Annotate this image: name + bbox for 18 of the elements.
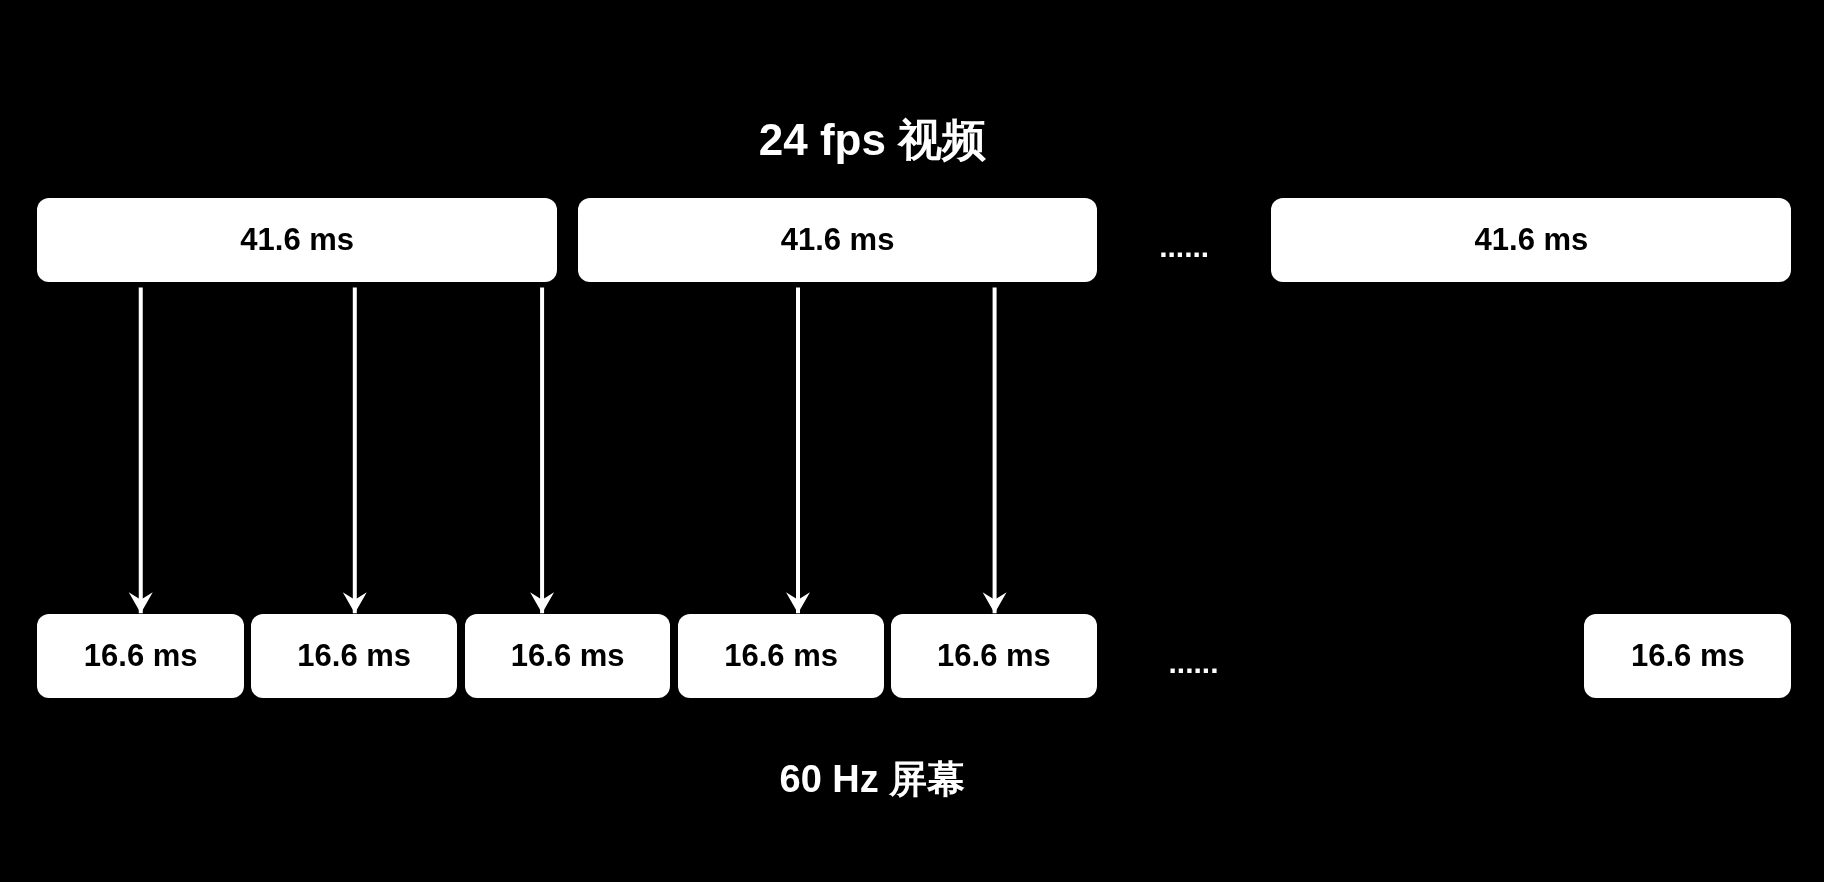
time-box: 41.6 ms (1271, 197, 1792, 282)
time-box: 41.6 ms (37, 197, 558, 282)
arrow (530, 287, 555, 614)
title: 24 fps 视频 (758, 113, 987, 166)
arrow (342, 287, 367, 614)
time-box: 16.6 ms (37, 614, 245, 698)
ellipsis: ...... (1159, 229, 1210, 264)
time-box: 16.6 ms (251, 614, 458, 698)
arrow (128, 287, 153, 614)
arrow (786, 287, 810, 614)
axis-title: 60 Hz 屏幕 (779, 756, 966, 802)
ellipsis: ...... (1168, 646, 1219, 681)
arrow (982, 287, 1007, 614)
time-box: 41.6 ms (578, 197, 1097, 282)
time-box: 16.6 ms (891, 614, 1097, 698)
time-box: 16.6 ms (1584, 614, 1792, 698)
time-box: 16.6 ms (465, 614, 671, 698)
time-box: 16.6 ms (678, 614, 885, 698)
